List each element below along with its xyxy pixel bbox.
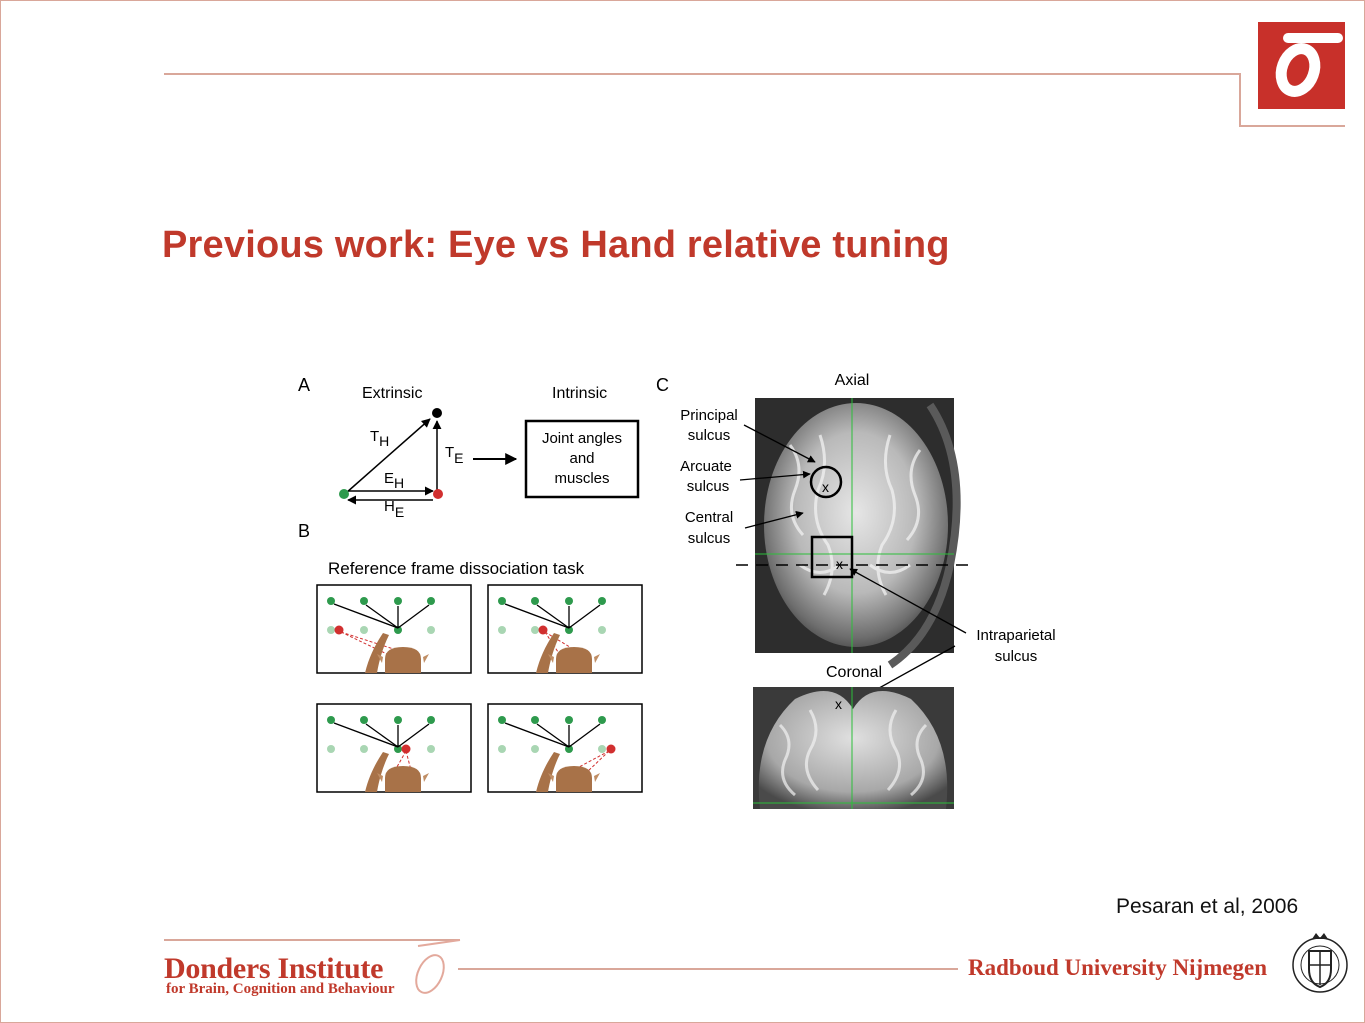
donders-logo-icon — [1258, 22, 1345, 109]
arcuate-label-1: Arcuate — [680, 458, 732, 475]
donders-mark-icon — [404, 938, 464, 1005]
th-label: TH — [370, 428, 389, 449]
radboud-seal-icon — [1290, 929, 1350, 1004]
intrinsic-box-line2: and — [569, 450, 594, 467]
hand-dot — [339, 489, 349, 499]
eye-dot — [433, 489, 443, 499]
th-vector — [345, 418, 431, 494]
principal-label-1: Principal — [680, 407, 738, 424]
task-screen — [316, 584, 472, 674]
intrinsic-box — [524, 419, 640, 499]
principal-label-2: sulcus — [688, 427, 731, 444]
intraparietal-label-1: Intraparietal — [976, 627, 1055, 644]
slide-title: Previous work: Eye vs Hand relative tuni… — [162, 224, 950, 266]
intrinsic-label: Intrinsic — [552, 385, 607, 402]
central-label-2: sulcus — [688, 530, 731, 547]
donders-institute-subtitle: for Brain, Cognition and Behaviour — [166, 981, 395, 997]
donders-institute-name: Donders Institute — [164, 952, 384, 985]
principal-arrow — [743, 424, 816, 463]
radboud-university-name: Radboud University Nijmegen — [968, 955, 1268, 980]
coronal-label: Coronal — [826, 664, 882, 681]
panel-c-letter: C — [656, 375, 669, 395]
extrinsic-label: Extrinsic — [362, 385, 422, 402]
logo-frame-line — [1239, 125, 1345, 127]
arcuate-arrow — [739, 470, 811, 481]
figure: A Extrinsic Intrinsic TH TE EH HE Joint … — [290, 365, 1080, 820]
task-title: Reference frame dissociation task — [328, 559, 585, 578]
he-label: HE — [384, 498, 404, 520]
footer-rule — [458, 968, 958, 970]
coronal-mri-image — [753, 687, 954, 809]
axial-mri-image — [755, 398, 961, 669]
panel-a-letter: A — [298, 375, 310, 395]
panel-b-letter: B — [298, 521, 310, 541]
marker-x: x — [822, 479, 829, 495]
marker-x: x — [836, 556, 843, 572]
te-label: TE — [445, 444, 464, 466]
citation: Pesaran et al, 2006 — [1116, 895, 1299, 918]
intraparietal-box — [810, 535, 854, 579]
target-dot — [432, 408, 442, 418]
logo-frame-line — [1239, 73, 1241, 127]
task-screen — [487, 584, 643, 674]
task-screen — [487, 703, 643, 793]
axial-label: Axial — [835, 372, 870, 389]
header-rule — [164, 73, 1240, 75]
principal-sulcus-marker — [809, 465, 843, 499]
intraparietal-label-2: sulcus — [995, 648, 1038, 665]
central-arrow — [744, 510, 804, 529]
intrinsic-box-line3: muscles — [554, 470, 609, 487]
intrinsic-box-line1: Joint angles — [542, 430, 622, 447]
footer-rule — [164, 939, 460, 941]
arcuate-label-2: sulcus — [687, 478, 730, 495]
intraparietal-arrow — [849, 568, 967, 634]
eh-label: EH — [384, 470, 404, 491]
central-label-1: Central — [685, 509, 733, 526]
task-screen — [316, 703, 472, 793]
marker-x: x — [835, 696, 842, 712]
